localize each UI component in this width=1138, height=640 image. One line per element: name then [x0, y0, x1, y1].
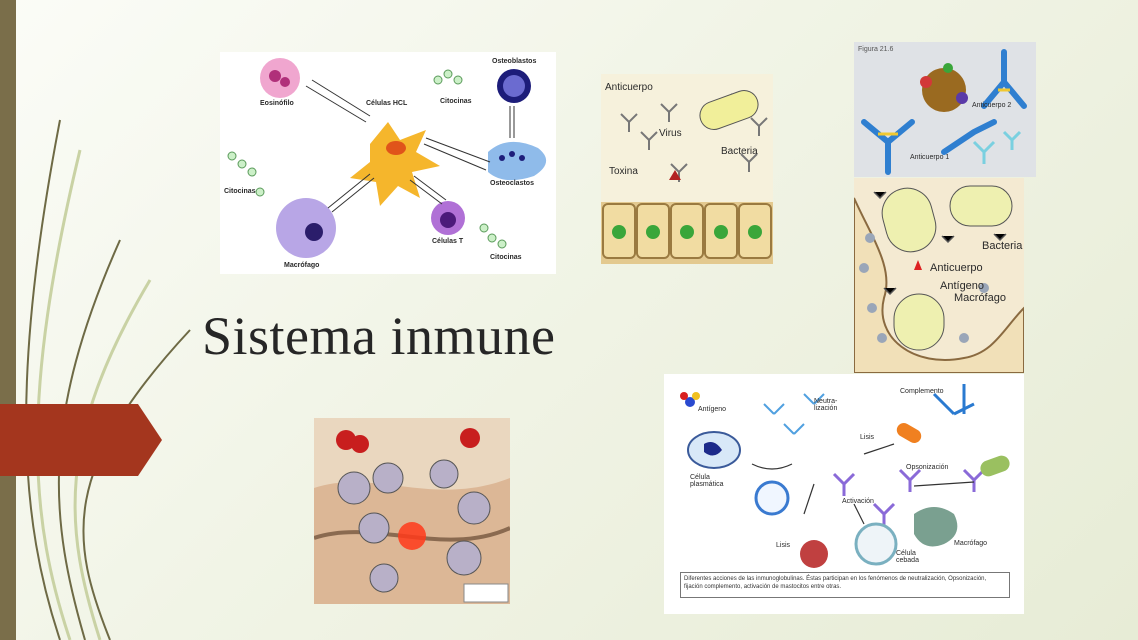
label-macrofago: Macrófago	[954, 540, 988, 547]
inflammation-illustration	[314, 418, 510, 604]
label-celulas-t: Células T	[432, 238, 464, 245]
label-virus: Virus	[659, 128, 682, 139]
label-anticuerpo: Anticuerpo	[930, 262, 983, 274]
label-antigeno: Antígeno	[940, 280, 985, 292]
antigen-antibody-figure: Figura 21.6 Anticuerpo 2 Anticuerpo 1	[854, 42, 1036, 177]
label-anticuerpo: Anticuerpo	[605, 82, 653, 93]
label-neutralizacion: Neutra- lización	[814, 398, 838, 412]
label-celula-cebada: Célula cebada	[896, 550, 919, 564]
macrophage-bacteria-diagram: Bacteria Anticuerpo Antígeno Macrófago	[854, 178, 1024, 373]
label-osteoblastos: Osteoblastos	[492, 58, 537, 65]
label-anticuerpo-1: Anticuerpo 1	[910, 154, 950, 161]
label-anticuerpo-2: Anticuerpo 2	[972, 102, 1012, 109]
label-citocinas-right: Citocinas	[490, 254, 522, 261]
label-osteoclastos: Osteoclastos	[490, 180, 534, 187]
label-antigeno: Antígeno	[698, 406, 727, 413]
figure-label: Figura 21.6	[858, 46, 894, 53]
label-celulas-hcl: Células HCL	[366, 100, 408, 107]
decorative-stems	[25, 119, 191, 640]
slide-title: Sistema inmune	[202, 306, 556, 366]
left-accent-bar	[0, 0, 16, 640]
label-macrofago: Macrófago	[954, 292, 1006, 304]
label-celula-plasmatica: Célula plasmática	[690, 474, 724, 488]
antibody-virus-diagram: Anticuerpo Virus Bacteria Toxina	[601, 74, 773, 264]
label-bacteria: Bacteria	[721, 146, 758, 157]
label-lisis-top: Lisis	[860, 434, 875, 441]
hcl-cells-diagram: Eosinófilo Células HCL Osteoblastos Oste…	[220, 52, 556, 274]
label-bacteria: Bacteria	[982, 240, 1023, 252]
immunoglobulin-functions-diagram: Antígeno Neutra- lización Complemento Li…	[664, 374, 1024, 614]
label-citocinas-left: Citocinas	[224, 188, 256, 195]
label-lisis-bottom: Lisis	[776, 542, 791, 549]
label-opsonizacion: Opsonización	[906, 464, 949, 471]
label-eosinofilo: Eosinófilo	[260, 100, 294, 107]
label-complemento: Complemento	[900, 388, 944, 395]
label-macrofago: Macrófago	[284, 262, 320, 269]
label-activacion: Activación	[842, 498, 874, 505]
figure-caption: Diferentes acciones de las inmunoglobuli…	[680, 572, 1010, 598]
label-citocinas-top: Citocinas	[440, 98, 472, 105]
label-toxina: Toxina	[609, 166, 638, 177]
title-accent-arrow	[0, 404, 162, 476]
